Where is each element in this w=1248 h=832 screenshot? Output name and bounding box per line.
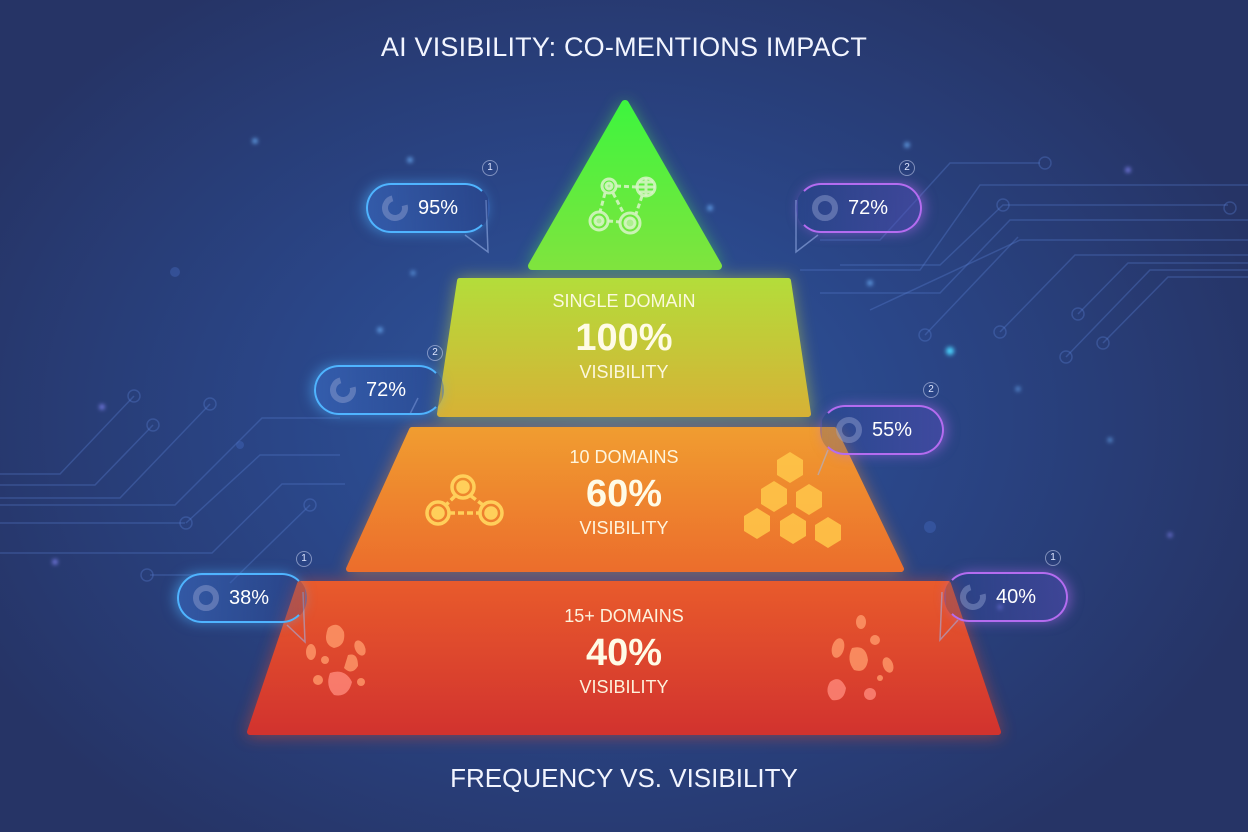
callout-value: 95% <box>418 196 459 219</box>
callout-badge: 2 <box>899 160 915 176</box>
circuit-lines-right <box>800 156 1248 364</box>
callout-value: 72% <box>848 196 889 219</box>
progress-ring-icon <box>836 417 862 443</box>
progress-ring-icon <box>377 190 413 226</box>
callout-value: 55% <box>872 418 913 441</box>
tier-label: 15+ DOMAINS <box>564 606 684 626</box>
diagram-subtitle: FREQUENCY VS. VISIBILITY <box>450 763 798 793</box>
callout-badge: 1 <box>1045 550 1061 566</box>
progress-ring-icon <box>193 585 219 611</box>
page-title: AI VISIBILITY: CO-MENTIONS IMPACT <box>380 32 868 62</box>
tier-fifteen-domains-text: 15+ DOMAINS 40% VISIBILITY <box>0 606 1248 698</box>
callout-value: 38% <box>229 586 270 609</box>
callout-value: 40% <box>996 585 1037 608</box>
tier-label: 10 DOMAINS <box>569 447 679 467</box>
tier-percent: 60% <box>585 473 663 515</box>
tier-fifteen-domains <box>247 581 1001 735</box>
scattered-fragments-icon-left <box>306 624 366 696</box>
callout-value: 72% <box>366 378 407 401</box>
sparkle-dots <box>52 138 1172 609</box>
tier-caption: VISIBILITY <box>579 677 669 697</box>
callout-badge: 2 <box>427 345 443 361</box>
network-globe-icon <box>588 176 657 235</box>
hexagon-cluster-icon <box>744 452 841 548</box>
progress-ring-icon <box>812 195 838 221</box>
connected-nodes-icon <box>425 474 504 526</box>
callout-badge: 1 <box>482 160 498 176</box>
tier-caption: VISIBILITY <box>579 518 669 538</box>
progress-ring-icon <box>955 579 991 615</box>
callout-bubble-mid-right: 55% <box>820 405 944 455</box>
callout-badge: 2 <box>923 382 939 398</box>
callout-bubble-top-left: 95% <box>366 183 490 233</box>
circuit-lines-left <box>0 389 345 584</box>
tier-label: SINGLE DOMAIN <box>552 291 696 311</box>
tier-single-domain-text: SINGLE DOMAIN 100% VISIBILITY <box>0 291 1248 383</box>
callout-badge: 1 <box>296 551 312 567</box>
tier-ten-domains-text: 10 DOMAINS 60% VISIBILITY <box>0 447 1248 539</box>
callout-bubble-top-right: 72% <box>796 183 922 233</box>
tier-percent: 100% <box>575 317 673 359</box>
tier-single-domain <box>437 278 811 417</box>
callout-bubble-mid-left: 72% <box>314 365 444 415</box>
tier-percent: 40% <box>585 632 663 674</box>
progress-ring-icon <box>325 372 361 408</box>
callout-bubble-bottom-right: 40% <box>944 572 1068 622</box>
callout-bubble-bottom-left: 38% <box>177 573 307 623</box>
scattered-fragments-icon-right <box>827 615 894 701</box>
tier-caption: VISIBILITY <box>579 362 669 382</box>
